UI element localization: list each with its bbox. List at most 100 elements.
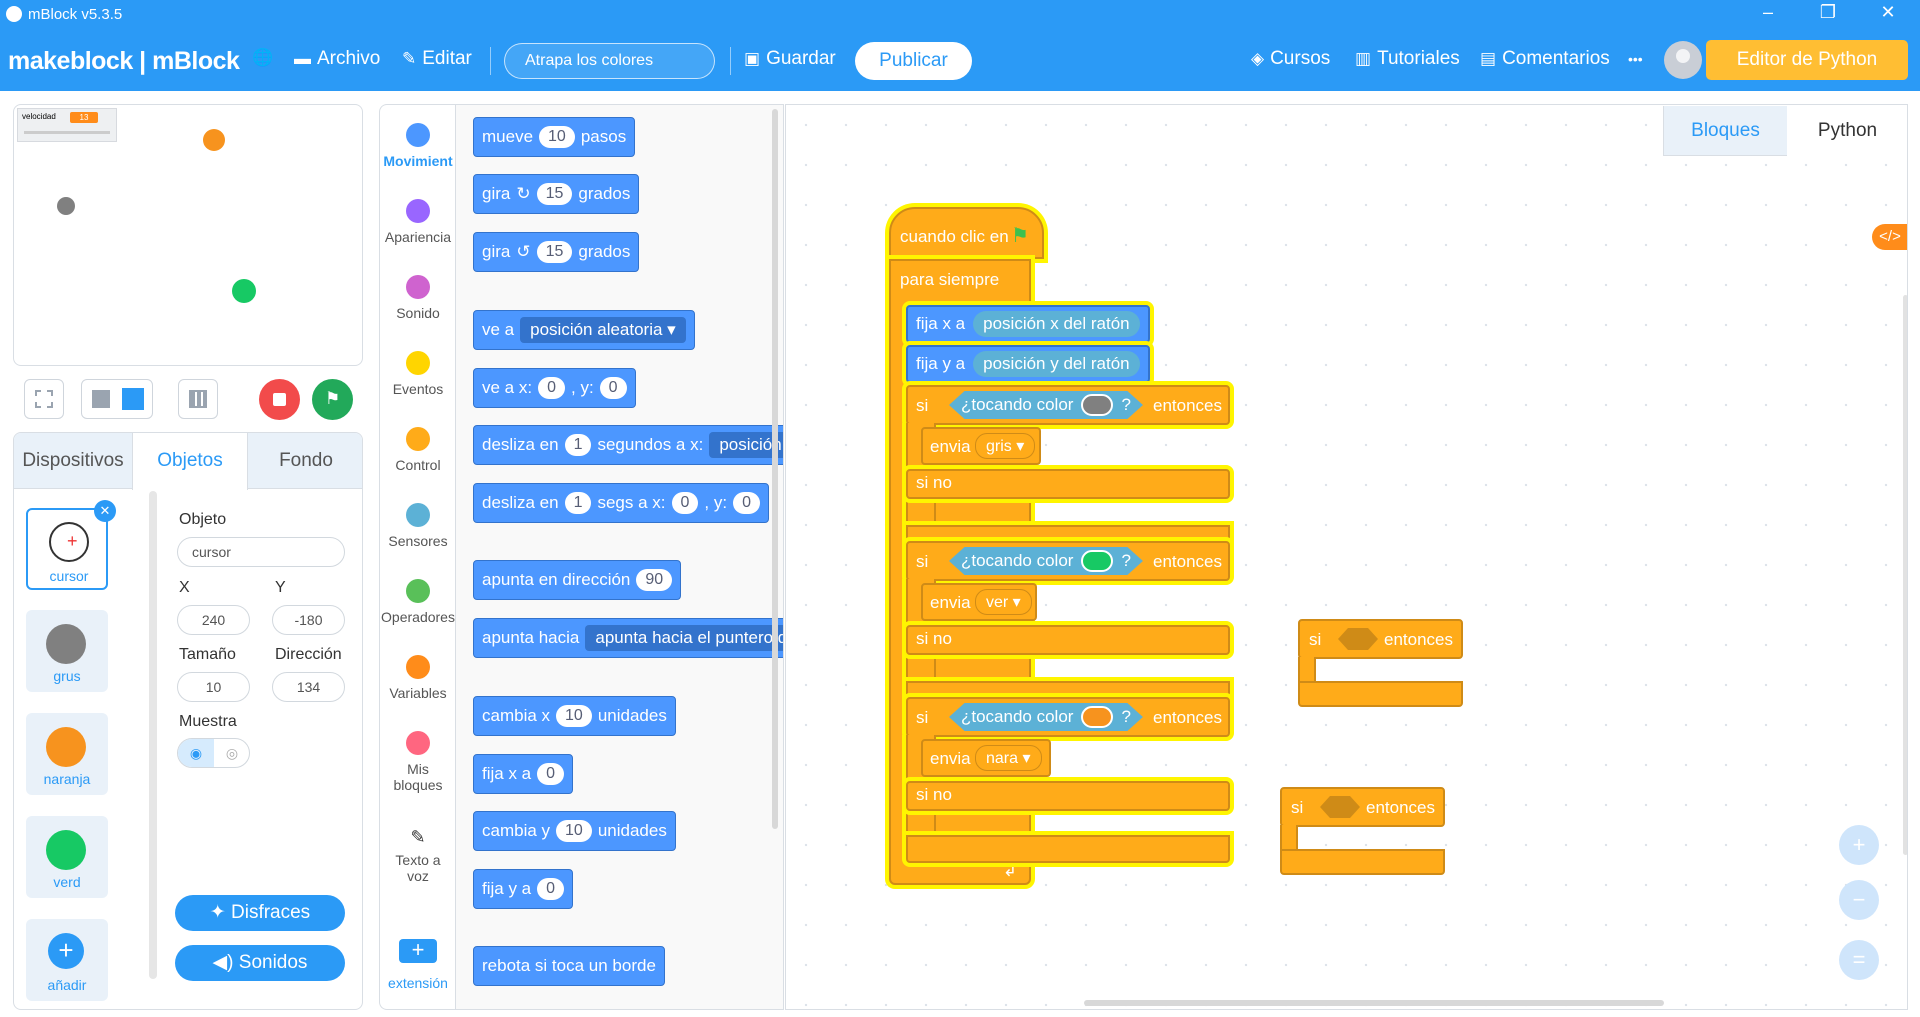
mouse-x-reporter[interactable]: posición x del ratón (973, 311, 1140, 337)
hat-block[interactable] (889, 207, 1044, 259)
sprite-orange-dot[interactable] (203, 129, 225, 151)
large-stage-icon[interactable] (122, 388, 144, 410)
minimize-icon[interactable]: – (1762, 2, 1773, 22)
category-operators[interactable]: Operadores (380, 579, 456, 625)
costumes-button[interactable]: ✦ Disfraces (175, 895, 345, 931)
sprite-tile-verd[interactable]: verd (26, 816, 108, 898)
zoom-in-icon[interactable]: + (1839, 825, 1879, 865)
small-stage-icon[interactable] (92, 390, 110, 408)
loose-if-block[interactable]: si entonces (1298, 619, 1463, 707)
message-dropdown[interactable]: gris ▾ (975, 433, 1036, 459)
stage[interactable]: velocidad 13 (13, 104, 363, 366)
category-sensing[interactable]: Sensores (380, 503, 456, 549)
delete-sprite-icon[interactable]: ✕ (94, 500, 116, 522)
grid-button[interactable] (178, 379, 218, 419)
main-script[interactable]: cuando clic en ⚑ para siempre ↲ fija x a… (889, 207, 1279, 885)
x-input[interactable]: 240 (177, 605, 250, 635)
more-menu[interactable]: ••• (1628, 51, 1643, 67)
workspace-h-scrollbar[interactable] (1084, 1000, 1664, 1006)
sprite-list-scrollbar[interactable] (149, 491, 157, 979)
mouse-y-reporter[interactable]: posición y del ratón (973, 351, 1140, 377)
close-icon[interactable]: ✕ (1880, 2, 1896, 22)
category-variables[interactable]: Variables (380, 655, 456, 701)
stage-size-toggle[interactable] (81, 379, 153, 419)
direction-input[interactable]: 134 (272, 672, 345, 702)
python-editor-button[interactable]: Editor de Python (1706, 40, 1908, 80)
category-events[interactable]: Eventos (380, 351, 456, 397)
project-name-input[interactable]: Atrapa los colores (504, 43, 715, 79)
category-control[interactable]: Control (380, 427, 456, 473)
save-button[interactable]: ▣Guardar (744, 48, 836, 69)
comments-link[interactable]: ▤Comentarios (1480, 48, 1610, 69)
file-menu[interactable]: ▬Archivo (294, 48, 381, 69)
tutorials-link[interactable]: ▥Tutoriales (1355, 48, 1460, 69)
edit-menu[interactable]: ✎Editar (402, 48, 472, 69)
category-my-blocks[interactable]: Mis bloques (380, 731, 456, 793)
empty-condition-slot[interactable] (1320, 796, 1360, 818)
visibility-toggle[interactable]: ◉ ◎ (177, 738, 250, 768)
workspace-v-scrollbar[interactable] (1903, 295, 1907, 855)
category-looks[interactable]: Apariencia (380, 199, 456, 245)
palette-scrollbar[interactable] (772, 109, 778, 829)
category-text-to-speech[interactable]: ✎Texto a voz (380, 827, 456, 884)
reset-zoom-icon[interactable]: = (1839, 940, 1879, 980)
tab-blocks[interactable]: Bloques (1663, 106, 1787, 156)
sounds-button[interactable]: ◀) Sonidos (175, 945, 345, 981)
loose-if-block[interactable]: si entonces (1280, 787, 1445, 875)
zoom-out-icon[interactable]: − (1839, 880, 1879, 920)
empty-condition-slot[interactable] (1338, 628, 1378, 650)
code-view-icon[interactable]: </> (1872, 224, 1907, 250)
script-workspace[interactable]: Bloques Python </> cuando clic en ⚑ para… (785, 104, 1908, 1010)
color-swatch[interactable] (1081, 394, 1114, 416)
tab-python[interactable]: Python (1817, 120, 1878, 141)
monitor-slider[interactable] (24, 131, 110, 134)
add-sprite-button[interactable]: +añadir (26, 919, 108, 1001)
object-name-input[interactable]: cursor (177, 537, 345, 567)
if-header[interactable] (1280, 787, 1445, 827)
stop-button[interactable] (259, 379, 300, 420)
touching-color-gray[interactable]: ¿tocando color? (949, 391, 1143, 419)
go-to-dropdown[interactable]: posición aleatoria ▾ (520, 317, 686, 343)
extension-label[interactable]: extensión (388, 975, 448, 991)
touching-color-green[interactable]: ¿tocando color? (949, 547, 1143, 575)
block-go-to-xy[interactable]: ve a x:0, y:0 (473, 368, 636, 408)
message-dropdown[interactable]: nara ▾ (975, 745, 1042, 771)
eye-icon[interactable]: ◉ (178, 739, 214, 767)
fullscreen-button[interactable] (24, 379, 64, 419)
add-extension-icon[interactable]: + (399, 939, 437, 963)
category-sound[interactable]: Sonido (380, 275, 456, 321)
sprite-tile-naranja[interactable]: naranja (26, 713, 108, 795)
sprite-tile-cursor[interactable]: + cursor ✕ (26, 500, 116, 590)
restore-icon[interactable]: ❐ (1819, 2, 1837, 22)
sprite-green-dot[interactable] (232, 279, 256, 303)
tab-sprites[interactable]: Objetos (132, 433, 248, 490)
y-input[interactable]: -180 (272, 605, 345, 635)
category-motion[interactable]: Movimient (380, 123, 456, 169)
avatar[interactable] (1664, 41, 1702, 79)
steps-input[interactable]: 10 (539, 126, 575, 148)
courses-link[interactable]: ◈Cursos (1251, 48, 1331, 69)
globe-icon[interactable]: 🌐 (252, 48, 274, 67)
block-bounce[interactable]: rebota si toca un borde (473, 946, 665, 986)
color-swatch[interactable] (1081, 550, 1114, 572)
touching-color-orange[interactable]: ¿tocando color? (949, 703, 1143, 731)
eye-off-icon[interactable]: ◎ (225, 745, 239, 761)
green-flag-button[interactable]: ⚑ (312, 379, 353, 420)
if-header[interactable] (1298, 619, 1463, 659)
sprite-gray-dot[interactable] (57, 197, 75, 215)
publish-button[interactable]: Publicar (855, 42, 972, 80)
variable-monitor[interactable]: velocidad 13 (17, 108, 117, 142)
